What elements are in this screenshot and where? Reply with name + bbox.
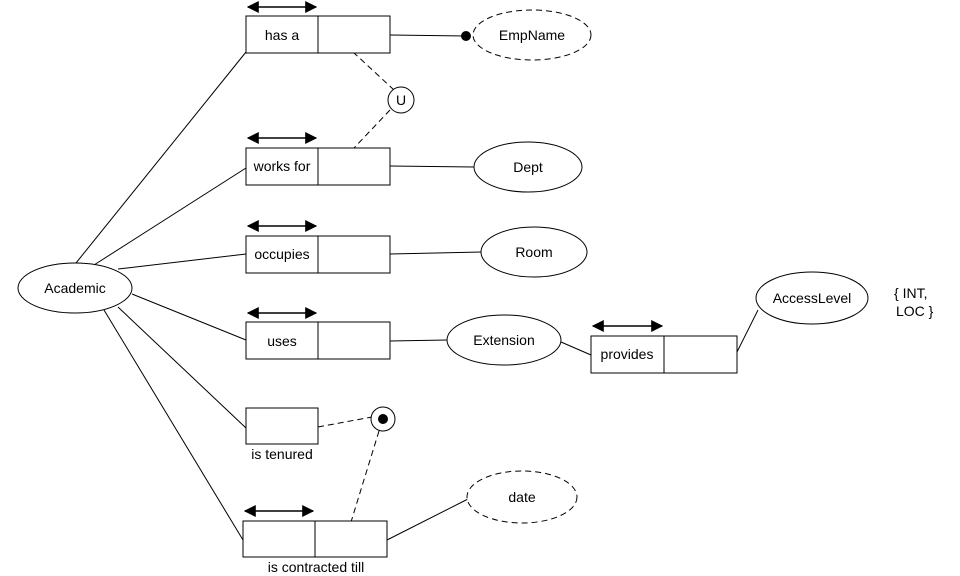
- connector-academic-has-a: [75, 51, 247, 264]
- entity-accesslevel-label: AccessLevel: [773, 290, 852, 306]
- entity-empname-label: EmpName: [499, 27, 565, 43]
- connector-contracted-date: [386, 497, 471, 541]
- entity-date[interactable]: date: [466, 470, 578, 524]
- value-constraint-line2: LOC }: [896, 303, 934, 319]
- fact-is-contracted-till[interactable]: is contracted till: [242, 505, 388, 575]
- role-occupies-label: occupies: [254, 246, 309, 262]
- connector-provides-accesslevel: [736, 309, 759, 353]
- value-constraint-line1: { INT,: [894, 285, 927, 301]
- connector-academic-occupies: [117, 253, 247, 270]
- fact-occupies[interactable]: occupies: [245, 220, 391, 274]
- connector-occupies-room: [389, 251, 483, 255]
- dashed-tenured-exclusion: [317, 416, 373, 428]
- constraint-connectors: [317, 51, 395, 523]
- entity-dept-label: Dept: [513, 159, 543, 175]
- fact-provides[interactable]: provides: [590, 320, 738, 374]
- entity-empname[interactable]: EmpName: [472, 9, 592, 61]
- connector-academic-contracted: [103, 309, 244, 541]
- entity-extension-label: Extension: [473, 332, 534, 348]
- union-constraint[interactable]: U: [387, 86, 415, 114]
- connector-uses-extension: [389, 339, 448, 342]
- dashed-union-works-for: [353, 109, 391, 149]
- entity-academic[interactable]: Academic: [17, 262, 133, 314]
- fact-has-a[interactable]: has a: [245, 0, 391, 54]
- role-works-for-label: works for: [253, 158, 311, 174]
- entity-date-label: date: [508, 489, 535, 505]
- connector-extension-provides: [560, 341, 592, 356]
- connector-works-for-dept: [389, 165, 475, 168]
- connector-academic-uses: [131, 293, 247, 341]
- dashed-exclusion-contracted: [350, 430, 380, 523]
- mandatory-dot-empname: [461, 31, 471, 41]
- role-connectors: [386, 34, 759, 541]
- entity-dept[interactable]: Dept: [473, 141, 583, 193]
- role-is-contracted-till-label: is contracted till: [268, 559, 364, 575]
- connector-academic-works-for: [93, 167, 247, 266]
- entity-room[interactable]: Room: [480, 226, 588, 278]
- role-uses-label: uses: [267, 333, 297, 349]
- entity-academic-label: Academic: [44, 280, 105, 296]
- role-has-a-label: has a: [265, 27, 299, 43]
- union-symbol: U: [396, 92, 406, 108]
- exclusive-or-dot: [378, 414, 388, 424]
- entity-extension[interactable]: Extension: [446, 314, 562, 366]
- entity-room-label: Room: [515, 244, 552, 260]
- connector-has-a-empname: [389, 34, 467, 37]
- exclusive-or-constraint[interactable]: [370, 406, 396, 432]
- fact-works-for[interactable]: works for: [245, 132, 391, 186]
- academic-connectors: [75, 51, 247, 541]
- fact-is-tenured[interactable]: is tenured: [245, 407, 319, 462]
- dashed-has-a-union: [352, 51, 395, 91]
- connector-academic-tenured: [117, 306, 247, 429]
- role-provides-label: provides: [601, 346, 654, 362]
- role-is-tenured-label: is tenured: [251, 446, 312, 462]
- entity-accesslevel[interactable]: AccessLevel: [755, 271, 869, 325]
- fact-uses[interactable]: uses: [245, 307, 391, 360]
